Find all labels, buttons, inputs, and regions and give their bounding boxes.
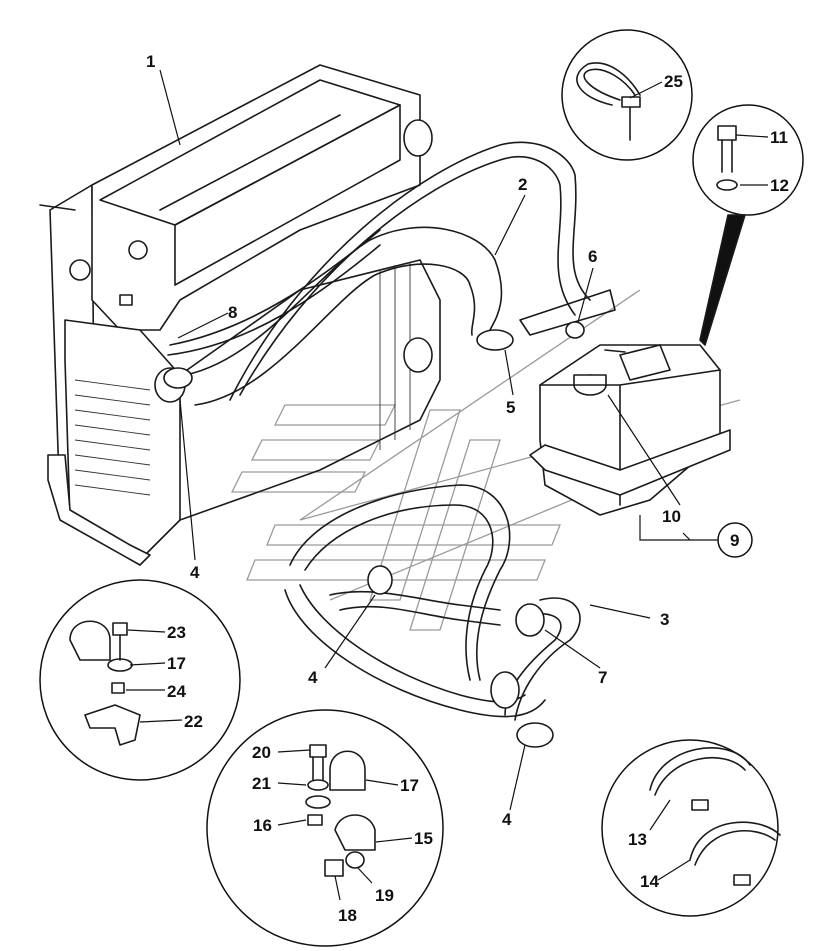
callout-13: 13 <box>628 830 647 849</box>
callout-4c: 4 <box>502 810 512 829</box>
detail-circle-bracket-small <box>39 579 241 781</box>
callout-21: 21 <box>252 774 271 793</box>
callout-17b: 17 <box>400 776 419 795</box>
expansion-tank <box>529 344 731 516</box>
detail-circle-bolt-washer <box>692 104 804 346</box>
callout-5: 5 <box>506 398 515 417</box>
radiator-assembly <box>39 64 441 566</box>
callout-19: 19 <box>375 886 394 905</box>
callout-24: 24 <box>167 682 186 701</box>
callout-2: 2 <box>518 175 527 194</box>
callout-22: 22 <box>184 712 203 731</box>
callout-4a: 4 <box>190 563 200 582</box>
callout-3: 3 <box>660 610 669 629</box>
lower-hose-clips <box>367 565 545 637</box>
upper-hose-clips <box>163 321 585 389</box>
upper-hose <box>167 141 616 406</box>
detail-circle-cable-tie <box>561 29 693 161</box>
callout-labels: 1 2 3 4 4 4 5 6 7 8 9 10 11 12 13 14 15 … <box>146 52 789 925</box>
callout-11: 11 <box>770 128 788 147</box>
callout-8: 8 <box>228 303 237 322</box>
callout-15: 15 <box>414 829 433 848</box>
detail-circle-bracket-large <box>206 709 444 947</box>
callout-25: 25 <box>664 72 683 91</box>
detail-circle-hose-clamps <box>601 739 781 917</box>
callout-10: 10 <box>662 507 681 526</box>
callout-9-circle <box>717 522 753 558</box>
callout-1: 1 <box>146 52 155 71</box>
callout-16: 16 <box>253 816 272 835</box>
callout-4b: 4 <box>308 668 318 687</box>
callout-23: 23 <box>167 623 186 642</box>
callout-9: 9 <box>730 531 739 550</box>
lower-hose <box>284 484 581 748</box>
leader-lines <box>126 69 769 901</box>
callout-7: 7 <box>598 668 607 687</box>
callout-17a: 17 <box>167 654 186 673</box>
callout-14: 14 <box>640 872 659 891</box>
callout-20: 20 <box>252 743 271 762</box>
callout-6: 6 <box>588 247 597 266</box>
callout-18: 18 <box>338 906 357 925</box>
callout-12: 12 <box>770 176 789 195</box>
